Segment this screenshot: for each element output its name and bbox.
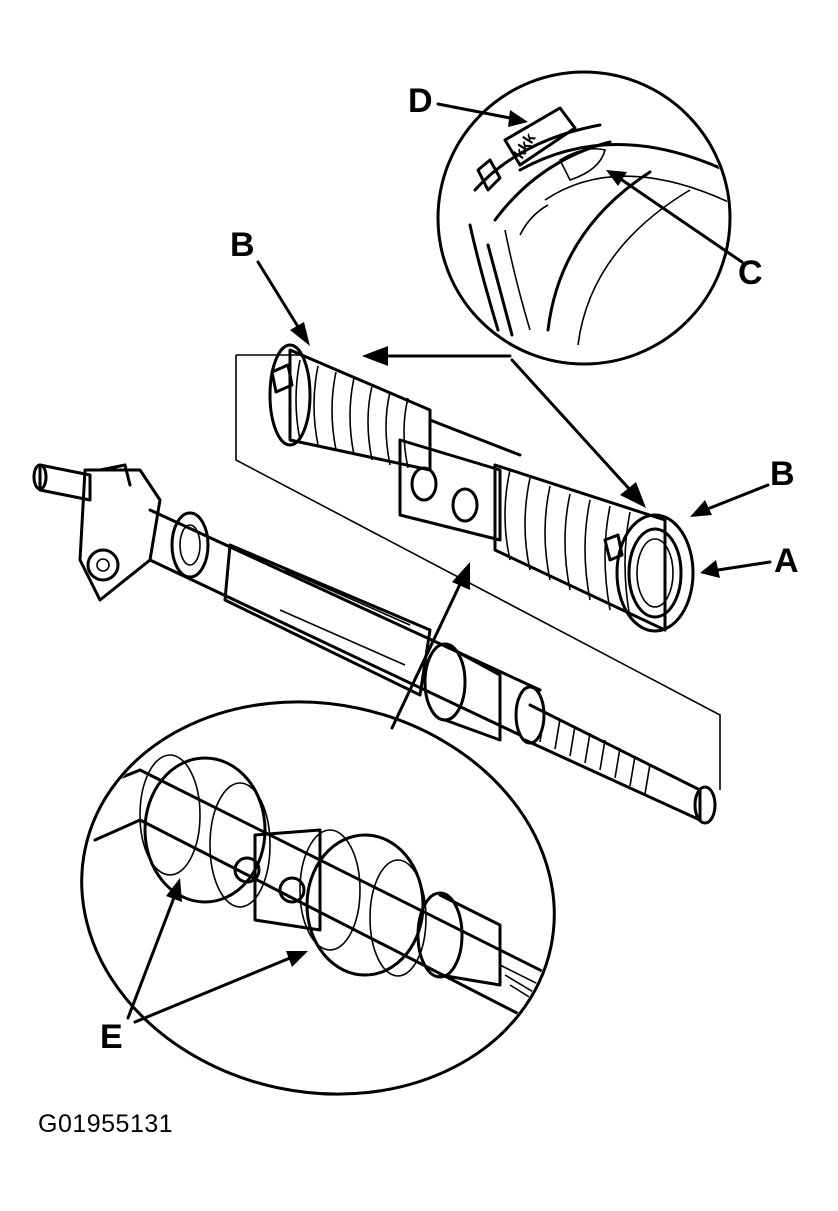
rack-threads — [539, 711, 651, 795]
leader-lines — [126, 102, 772, 1024]
steering-rack-housing — [32, 463, 717, 825]
clamp-detail-circle: kkk — [436, 70, 732, 366]
callout-c: C — [738, 254, 763, 292]
figure-id: G01955131 — [38, 1110, 174, 1138]
callout-labels: A B B C D E — [100, 82, 799, 1056]
callout-d: D — [408, 82, 433, 120]
right-bellows-ribs — [504, 469, 631, 619]
steering-rack-boot — [268, 343, 695, 633]
callout-b-left: B — [230, 226, 255, 264]
callout-b-right: B — [770, 455, 795, 493]
left-bellows-ribs — [295, 359, 409, 469]
callout-e: E — [100, 1018, 123, 1056]
callout-a: A — [774, 542, 799, 580]
boot-detail-ellipse — [80, 700, 589, 1096]
